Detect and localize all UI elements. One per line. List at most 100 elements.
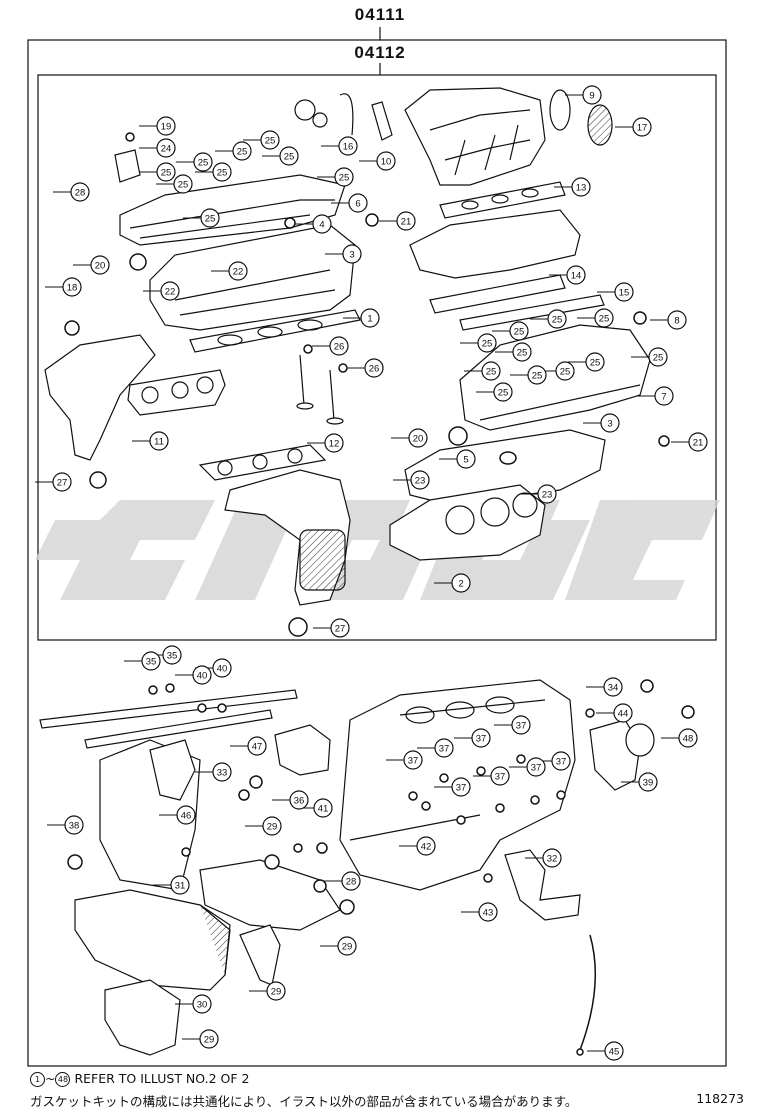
callout-25: 25: [279, 146, 299, 166]
callout-33: 33: [212, 762, 232, 782]
callout-circle: [266, 981, 286, 1001]
callout-number: 19: [161, 122, 172, 133]
callout-43: 43: [478, 902, 498, 922]
callout-circle: [228, 261, 248, 281]
callout-10: 10: [376, 151, 396, 171]
callout-3: 3: [342, 244, 362, 264]
reference-text: REFER TO ILLUST NO.2 OF 2: [74, 1071, 250, 1086]
callout-31: 31: [170, 875, 190, 895]
callout-25: 25: [555, 361, 575, 381]
callout-number: 30: [197, 1000, 208, 1011]
callout-circle: [410, 470, 430, 490]
callout-40: 40: [212, 658, 232, 678]
callout-circle: [678, 728, 698, 748]
callout-circle: [312, 214, 332, 234]
lower-intake-plenum: [409, 209, 581, 279]
callout-35: 35: [162, 645, 182, 665]
callout-circle: [330, 618, 350, 638]
callout-circle: [193, 152, 213, 172]
callout-number: 29: [204, 1035, 215, 1046]
callout-circle: [493, 382, 513, 402]
callout-number: 42: [421, 842, 432, 853]
right-cylinder-head: [459, 324, 651, 431]
callout-25: 25: [477, 333, 497, 353]
callout-circle: [247, 736, 267, 756]
callout-circle: [199, 1029, 219, 1049]
catalytic-converter: [224, 469, 351, 606]
callout-25: 25: [156, 162, 176, 182]
rear-oil-seal: [589, 719, 655, 791]
callout-7: 7: [654, 386, 674, 406]
callout-number: 12: [329, 439, 340, 450]
callout-37: 37: [551, 751, 571, 771]
callout-number: 38: [69, 821, 80, 832]
callout-circle: [526, 757, 546, 777]
callout-circle: [566, 265, 586, 285]
injector-28: [114, 149, 141, 183]
exhaust-gasket-left: [127, 369, 226, 416]
callout-circle: [90, 255, 110, 275]
range-tilde: ~: [45, 1071, 56, 1086]
callout-number: 25: [552, 315, 563, 326]
callout-circle: [212, 162, 232, 182]
callout-17: 17: [632, 117, 652, 137]
callout-16: 16: [338, 136, 358, 156]
callout-2: 2: [451, 573, 471, 593]
callout-20: 20: [90, 255, 110, 275]
callout-circle: [329, 336, 349, 356]
callout-45: 45: [604, 1041, 624, 1061]
callout-circle: [600, 413, 620, 433]
callout-25: 25: [481, 361, 501, 381]
callout-37: 37: [490, 766, 510, 786]
callout-number: 25: [560, 367, 571, 378]
callout-number: 31: [175, 881, 186, 892]
callout-number: 10: [381, 157, 392, 168]
callout-circle: [408, 428, 428, 448]
callout-circle: [192, 665, 212, 685]
callout-20: 20: [408, 428, 428, 448]
gasket-kit-note-japanese: ガスケットキットの構成には共通化により、イラスト以外の部品が含まれている場合があ…: [30, 1094, 578, 1109]
callout-number: 47: [252, 742, 263, 753]
callout-27: 27: [52, 472, 72, 492]
callout-number: 26: [334, 342, 345, 353]
callout-4: 4: [312, 214, 332, 234]
callout-number: 25: [517, 348, 528, 359]
callout-number: 20: [413, 434, 424, 445]
callout-number: 25: [205, 214, 216, 225]
callout-number: 24: [161, 144, 172, 155]
callout-circle: [551, 751, 571, 771]
callout-circle: [613, 703, 633, 723]
callout-number: 23: [415, 476, 426, 487]
callout-circle: [471, 728, 491, 748]
callout-number: 37: [516, 721, 527, 732]
callout-circle: [279, 146, 299, 166]
callout-number: 41: [318, 804, 329, 815]
callout-48: 48: [678, 728, 698, 748]
callout-circle: [160, 281, 180, 301]
exhaust-gasket-right: [198, 444, 327, 481]
callout-38: 38: [64, 815, 84, 835]
callout-circle: [337, 936, 357, 956]
callout-29: 29: [199, 1029, 219, 1049]
callout-circle: [360, 308, 380, 328]
callout-circle: [192, 994, 212, 1014]
callout-number: 3: [349, 250, 354, 261]
callout-number: 9: [589, 91, 594, 102]
callout-circle: [555, 361, 575, 381]
callout-25: 25: [193, 152, 213, 172]
callout-29: 29: [337, 936, 357, 956]
callout-circle: [156, 138, 176, 158]
callout-number: 23: [542, 490, 553, 501]
camshafts: [39, 689, 298, 749]
callout-circle: [547, 309, 567, 329]
callout-circle: [512, 342, 532, 362]
callout-number: 22: [165, 287, 176, 298]
watermark-logo: [35, 500, 720, 600]
callout-circle: [648, 347, 668, 367]
callout-number: 1: [367, 314, 372, 325]
callout-number: 37: [531, 763, 542, 774]
callout-25: 25: [547, 309, 567, 329]
callout-circle: [141, 651, 161, 671]
callout-number: 37: [439, 744, 450, 755]
callout-circle: [232, 141, 252, 161]
